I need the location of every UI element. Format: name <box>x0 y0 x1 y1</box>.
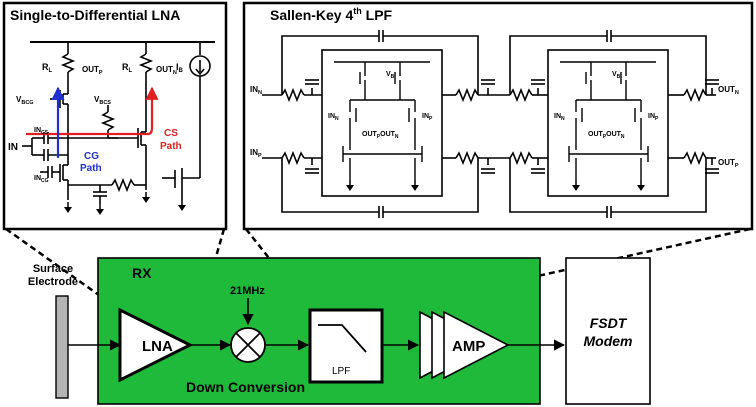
electrode-label-1: Surface <box>33 263 73 275</box>
zoom-line-lna-left <box>5 227 121 312</box>
lpf-signal-paths <box>262 79 719 174</box>
lpf-panel: Sallen-Key 4th LPF <box>242 1 754 231</box>
rl-right-label: RL <box>122 62 133 74</box>
lpf-amp1-out-label: OUTPOUTN <box>362 131 399 140</box>
outn-label: OUTN <box>156 65 177 76</box>
lpf-opamp-detail-2 <box>560 61 656 180</box>
lpf-amp1-inn-label: INN <box>328 113 339 122</box>
surface-electrode <box>55 295 69 399</box>
modem-label-2: Modem <box>584 333 633 349</box>
ib-label: IB <box>176 62 184 74</box>
lpf-inn-label: INN <box>250 85 262 96</box>
in-label: IN <box>8 142 18 153</box>
incg-label: INCG <box>34 175 49 184</box>
lna-right-load <box>137 42 154 190</box>
cs-path-label-2: Path <box>160 141 182 152</box>
down-conversion-label: Down Conversion <box>186 379 305 395</box>
lpf-amp2-inp-label: INP <box>648 113 659 122</box>
lpf-amp1-inp-label: INP <box>422 113 433 122</box>
cg-path-label-2: Path <box>80 163 102 174</box>
outp-label: OUTP <box>82 65 103 76</box>
rx-block: RX Surface Electrode LNA 21MHz LPF AMP D… <box>28 257 651 405</box>
rl-left-label: RL <box>42 62 53 74</box>
lpf-vb-label-2: VB <box>612 71 621 80</box>
lpf-panel-border <box>242 1 754 231</box>
lna-input-network <box>22 132 146 204</box>
lpf-panel-title: Sallen-Key 4th LPF <box>270 6 393 23</box>
amp-label: AMP <box>452 338 485 355</box>
lpf-inp-label: INP <box>250 148 262 159</box>
rx-title: RX <box>132 265 152 281</box>
lna-panel-title: Single-to-Differential LNA <box>10 7 180 23</box>
vbcg-label: VBCG <box>16 95 34 106</box>
lpf-response-curve <box>318 324 367 353</box>
lpf-outn-label: OUTN <box>718 85 739 96</box>
electrode-label-2: Electrode <box>28 276 78 288</box>
lna-panel-border <box>2 1 228 231</box>
cs-path-arrow <box>26 86 159 136</box>
vbcs-label: VBCS <box>94 95 111 106</box>
lna-amplifier <box>118 307 194 383</box>
lpf-opamp-detail-1 <box>334 61 430 180</box>
amp-stage-3 <box>443 310 510 380</box>
lpf-vb-label-1: VB <box>386 71 395 80</box>
lpf-block <box>308 308 384 384</box>
mixer-cross-2 <box>235 332 261 358</box>
lpf-amp2-inn-label: INN <box>554 113 565 122</box>
lpf-opamp-box-2 <box>547 49 669 197</box>
lpf-opamp-box-1 <box>321 49 443 197</box>
modem-label-1: FSDT <box>590 315 628 331</box>
lpf-block-label: LPF <box>332 366 350 377</box>
incs-label: INCS <box>34 127 49 136</box>
cg-path-label-1: CG <box>84 151 99 162</box>
lna-label: LNA <box>142 338 173 355</box>
lna-current-source <box>162 42 211 200</box>
lpf-feedback-caps <box>281 30 707 218</box>
cs-path-label-1: CS <box>164 128 178 139</box>
lpf-outp-label: OUTP <box>718 158 739 169</box>
lo-frequency-label: 21MHz <box>230 285 265 297</box>
lna-panel: Single-to-Differential LNA <box>2 1 228 231</box>
fsdt-modem-block <box>565 257 651 405</box>
lpf-amp2-out-label: OUTPOUTN <box>588 131 625 140</box>
